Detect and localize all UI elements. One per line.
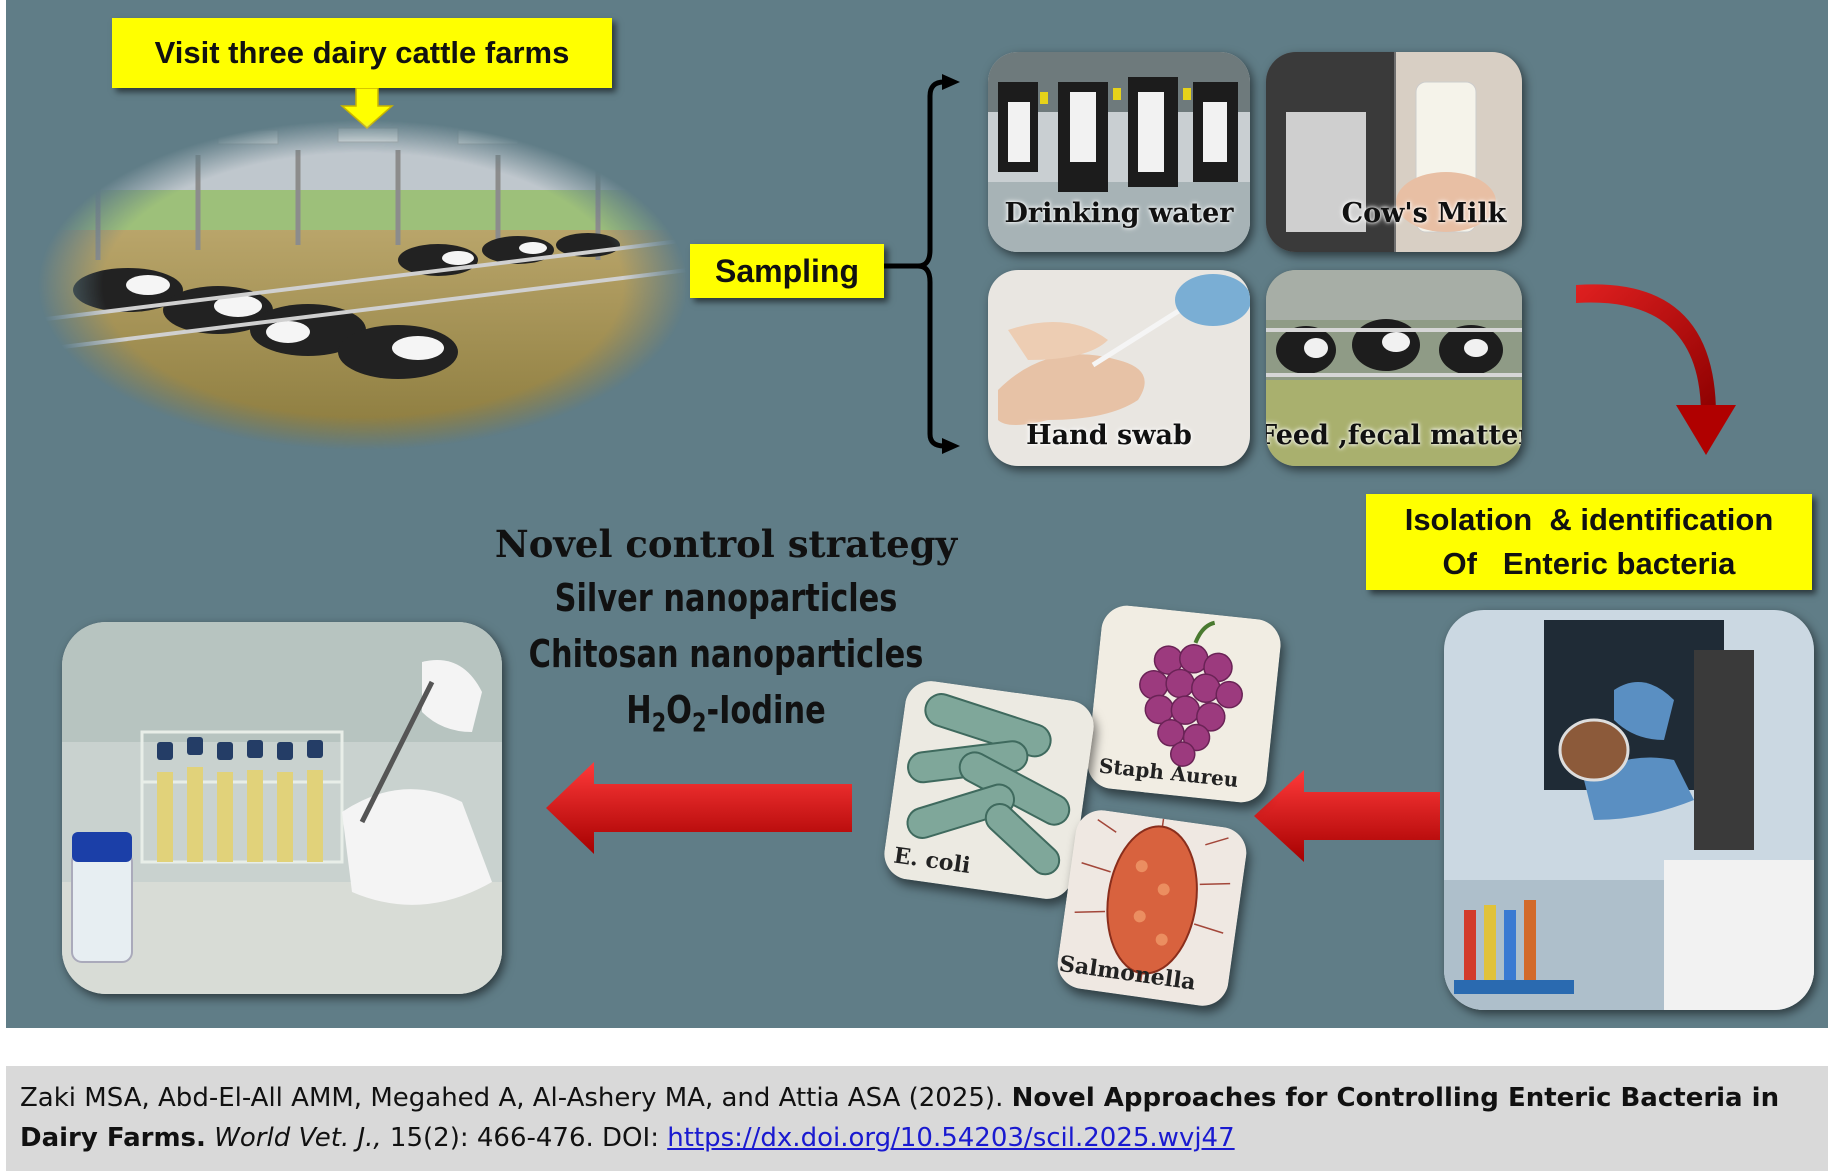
card-e-coli: E. coli — [881, 677, 1097, 903]
down-arrow-icon — [340, 88, 394, 129]
isolation-box: Isolation & identification Of Enteric ba… — [1366, 494, 1812, 590]
citation-details: 15(2): 466-476. DOI: — [381, 1123, 668, 1153]
h2o2-o: O — [666, 688, 693, 732]
red-arrow-left-1 — [1254, 770, 1440, 862]
strategy-heading: Novel control strategy — [494, 522, 958, 566]
sample-feed-fecal: Feed ,fecal matter — [1266, 270, 1522, 466]
barn-photo — [38, 120, 688, 450]
card-staph-aureus: Staph Aureu — [1084, 603, 1284, 805]
citation-journal: World Vet. J., — [214, 1123, 382, 1153]
red-arrow-left-2 — [546, 762, 852, 854]
sampling-box: Sampling — [690, 244, 884, 298]
citation-text: Zaki MSA, Abd-El-All AMM, Megahed A, Al-… — [20, 1078, 1814, 1158]
citation-doi-link[interactable]: https://dx.doi.org/10.54203/scil.2025.wv… — [667, 1123, 1235, 1153]
strategy-item-silver: Silver nanoparticles — [554, 576, 898, 620]
sample-drinking-water: Drinking water — [988, 52, 1250, 252]
sample-label-feed-fecal: Feed ,fecal matter — [1266, 420, 1522, 451]
sampling-bracket — [884, 74, 960, 454]
citation-title: Novel Approaches for Controlling Enteric… — [20, 1083, 1780, 1153]
isolation-line-2: Of Enteric bacteria — [1442, 546, 1736, 581]
lab-testtubes-photo — [62, 622, 502, 994]
sample-hand-swab: Hand swab — [988, 270, 1250, 466]
lab-microscope-photo — [1444, 610, 1814, 1010]
farm-title-box: Visit three dairy cattle farms — [112, 18, 612, 88]
sample-label-cows-milk: Cow's Milk — [1341, 198, 1507, 229]
h2o2-sub-2: 2 — [692, 708, 707, 739]
sample-label-hand-swab: Hand swab — [1026, 420, 1192, 451]
graphical-abstract-panel: Visit three dairy cattle farms — [6, 0, 1828, 1028]
h2o2-h: H — [626, 688, 652, 732]
h2o2-iodine: -Iodine — [706, 688, 826, 732]
curved-red-arrow — [1576, 284, 1736, 455]
h2o2-sub-1: 2 — [651, 708, 667, 739]
strategy-item-h2o2: H2O2-Iodine — [502, 688, 950, 739]
strategy-item-chitosan: Chitosan nanoparticles — [528, 632, 924, 676]
card-salmonella: Salmonella — [1054, 806, 1250, 1010]
sample-label-drinking-water: Drinking water — [1004, 198, 1234, 229]
citation-box: Zaki MSA, Abd-El-All AMM, Megahed A, Al-… — [6, 1066, 1828, 1171]
farm-title: Visit three dairy cattle farms — [154, 35, 570, 70]
sample-cows-milk: Cow's Milk — [1266, 52, 1522, 252]
citation-authors: Zaki MSA, Abd-El-All AMM, Megahed A, Al-… — [20, 1083, 1012, 1113]
isolation-line-1: Isolation & identification — [1404, 502, 1774, 537]
sampling-label: Sampling — [714, 253, 859, 289]
